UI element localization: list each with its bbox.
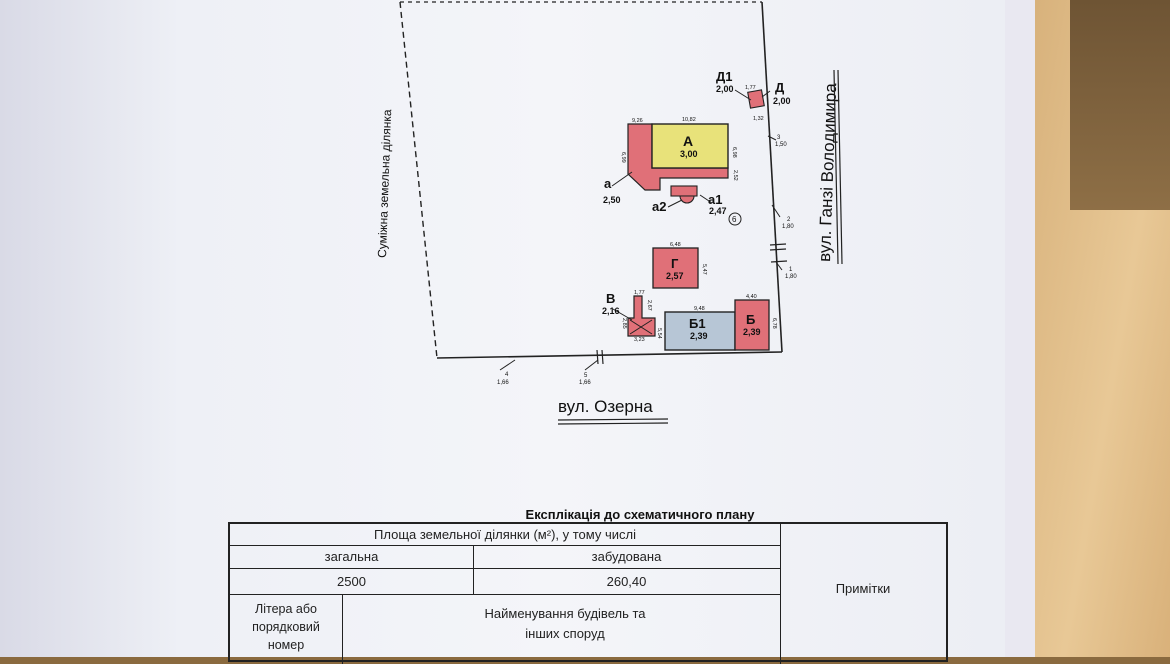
label-a1-value: 2,47 [709,206,727,216]
svg-text:2,67: 2,67 [646,300,652,311]
svg-text:1: 1 [789,267,793,273]
label-D-value: 2,00 [773,96,791,106]
svg-text:1,80: 1,80 [785,274,797,280]
label-B1-value: 2,39 [690,331,708,341]
label-a: а [604,176,612,191]
explication-table: Площа земельної ділянки (м²), у тому чис… [228,522,948,664]
svg-text:1,50: 1,50 [775,142,787,148]
svg-text:1,77: 1,77 [634,290,645,296]
label-D1-value: 2,00 [716,84,734,94]
label-B: Б [746,312,755,327]
building-B1 [664,311,736,351]
svg-text:9,48: 9,48 [694,306,705,312]
svg-text:5,47: 5,47 [701,264,707,275]
street-bottom-label: вул. Озерна [558,397,653,416]
parcel-boundary-bottom [436,351,783,359]
boundary-marks: 3 1,50 2 1,80 1 1,80 4 1,66 5 1,66 [497,135,797,386]
svg-text:1,66: 1,66 [579,380,591,386]
svg-text:9,26: 9,26 [632,118,643,124]
parcel-boundary-right [761,1,783,353]
svg-text:1,77: 1,77 [745,85,756,91]
svg-text:1,32: 1,32 [753,116,764,122]
svg-text:1,80: 1,80 [782,224,794,230]
total-value: 2500 [337,573,366,589]
label-G: Г [671,256,679,271]
svg-text:6,48: 6,48 [670,242,681,248]
label-B1: Б1 [689,316,706,331]
label-D1: Д1 [716,69,733,84]
building-D [747,89,765,109]
svg-text:3,23: 3,23 [634,337,645,343]
svg-text:5: 5 [584,373,588,379]
svg-text:5,54: 5,54 [656,328,662,339]
document-page [0,0,1005,657]
building-A [651,123,729,169]
label-D: Д [775,80,785,95]
neighbor-parcel-label: Суміжна земельна ділянка [375,109,394,258]
name-header: Найменування будівель та інших споруд [484,606,646,641]
desk-shadow [1070,0,1170,210]
building-G [652,247,699,289]
svg-text:4,40: 4,40 [746,294,757,300]
svg-text:2,52: 2,52 [732,170,738,181]
total-label: загальна [324,549,379,564]
label-B-value: 2,39 [743,327,761,337]
area-header: Площа земельної ділянки (м²), у тому чис… [374,527,636,542]
circle-mark [728,212,742,226]
label-A: А [683,133,693,149]
circle-mark-text: 6 [732,215,737,224]
svg-text:1,66: 1,66 [497,380,509,386]
svg-text:6,98: 6,98 [731,147,737,158]
built-label: забудована [591,549,662,564]
building-a2 [679,195,695,204]
notes-header: Примітки [835,580,891,596]
building-a1 [670,185,698,197]
svg-text:4: 4 [505,372,509,378]
svg-text:2: 2 [787,217,791,223]
svg-text:2,85: 2,85 [621,318,627,329]
explication-title: Експлікація до схематичного плану [525,507,755,522]
letter-header: Літера або порядковий номер [252,602,320,652]
svg-text:3: 3 [777,135,781,141]
fence-marks [596,243,788,365]
label-a1: а1 [708,192,722,207]
label-G-value: 2,57 [666,271,684,281]
svg-text:10,82: 10,82 [682,117,696,123]
label-a-value: 2,50 [603,195,621,205]
leader-lines [499,89,783,371]
svg-text:6,99: 6,99 [620,152,626,163]
svg-text:6,78: 6,78 [771,318,777,329]
parcel-boundary-dashed [399,1,438,359]
label-A-value: 3,00 [680,149,698,159]
dimension-labels: 9,26 10,82 6,98 6,99 2,52 6,48 5,47 1,77… [620,85,777,343]
built-value: 260,40 [606,573,647,589]
site-plan: А 3,00 а 2,50 а1 2,47 а2 Г 2,57 В 2,16 Б… [375,1,843,425]
building-V [627,295,656,337]
label-V-value: 2,16 [602,306,620,316]
label-V: В [606,291,615,306]
label-a2: а2 [652,199,666,214]
building-B [734,299,770,351]
